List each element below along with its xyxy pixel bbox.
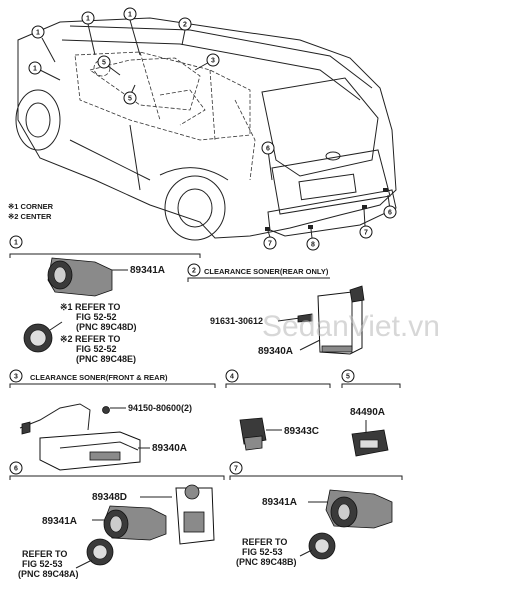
s3-nut-no: 94150-80600(2)	[128, 403, 192, 413]
section-4: 4 89343C	[225, 369, 331, 451]
s6-ref-2: FIG 52-53	[22, 559, 63, 569]
s2-title: CLEARANCE SONER(REAR ONLY)	[204, 267, 329, 276]
callout-1b: 1	[128, 12, 132, 19]
callout-2: 2	[183, 22, 187, 29]
s6-ref-3: (PNC 89C48A)	[18, 569, 79, 579]
legend-center: ※2 CENTER	[8, 212, 52, 221]
section-1: 1 89341A ※1 REFER TO FIG 52-52 (PNC 89C4…	[9, 235, 201, 364]
section-5-number: 5	[346, 374, 350, 381]
section-1-number: 1	[14, 240, 18, 247]
s2-part-no: 89340A	[258, 346, 293, 357]
section-5: 5 84490A	[341, 369, 401, 457]
callout-5b: 5	[128, 96, 132, 103]
section-6: 6 89348D 89341A REFER TO FIG 52-53 (PNC …	[9, 461, 225, 579]
s6-part-no-a: 89348D	[92, 492, 127, 503]
callout-1c: 1	[36, 30, 40, 37]
section-2-number: 2	[192, 268, 196, 275]
s3-title: CLEARANCE SONER(FRONT & REAR)	[30, 373, 168, 382]
s7-ref-3: (PNC 89C48B)	[236, 557, 297, 567]
section-3-number: 3	[14, 374, 18, 381]
callout-8: 8	[311, 242, 315, 249]
s7-ref-2: FIG 52-53	[242, 547, 283, 557]
watermark: SedanViet.vn	[262, 310, 440, 343]
section-7-number: 7	[234, 466, 238, 473]
callout-5a: 5	[102, 60, 106, 67]
section-7: 7 89341A REFER TO FIG 52-53 (PNC 89C48B)	[229, 461, 403, 567]
vehicle-illustration	[15, 17, 397, 241]
s3-part-no: 89340A	[152, 443, 187, 454]
callout-3: 3	[211, 58, 215, 65]
callout-1a: 1	[86, 16, 90, 23]
s7-part-no: 89341A	[262, 497, 297, 508]
section-3: 3 CLEARANCE SONER(FRONT & REAR) 94150-80…	[9, 369, 216, 471]
s6-ref-1: REFER TO	[22, 549, 67, 559]
s1-ref-corner-3: (PNC 89C48D)	[76, 322, 137, 332]
callout-7b: 7	[364, 230, 368, 237]
section-4-number: 4	[230, 374, 234, 381]
s1-part-no: 89341A	[130, 265, 165, 276]
s4-part-no: 89343C	[284, 426, 319, 437]
callout-6a: 6	[266, 146, 270, 153]
vehicle-callouts: 1 1 1 1 2 3 5 5 6 7 8 6 7	[28, 7, 397, 251]
s1-ref-center-1: ※2 REFER TO	[60, 334, 120, 344]
s1-ref-center-2: FIG 52-52	[76, 344, 117, 354]
callout-1d: 1	[33, 66, 37, 73]
s1-ref-corner-1: ※1 REFER TO	[60, 302, 120, 312]
s1-ref-center-3: (PNC 89C48E)	[76, 354, 136, 364]
callout-6b: 6	[388, 210, 392, 217]
s1-ref-corner-2: FIG 52-52	[76, 312, 117, 322]
legend-corner: ※1 CORNER	[8, 202, 54, 211]
s6-part-no-b: 89341A	[42, 516, 77, 527]
s2-bolt-no: 91631-30612	[210, 316, 263, 326]
section-2: 2 CLEARANCE SONER(REAR ONLY) 91631-30612…	[187, 263, 365, 357]
section-6-number: 6	[14, 466, 18, 473]
s7-ref-1: REFER TO	[242, 537, 287, 547]
callout-7a: 7	[268, 241, 272, 248]
s5-part-no: 84490A	[350, 407, 385, 418]
